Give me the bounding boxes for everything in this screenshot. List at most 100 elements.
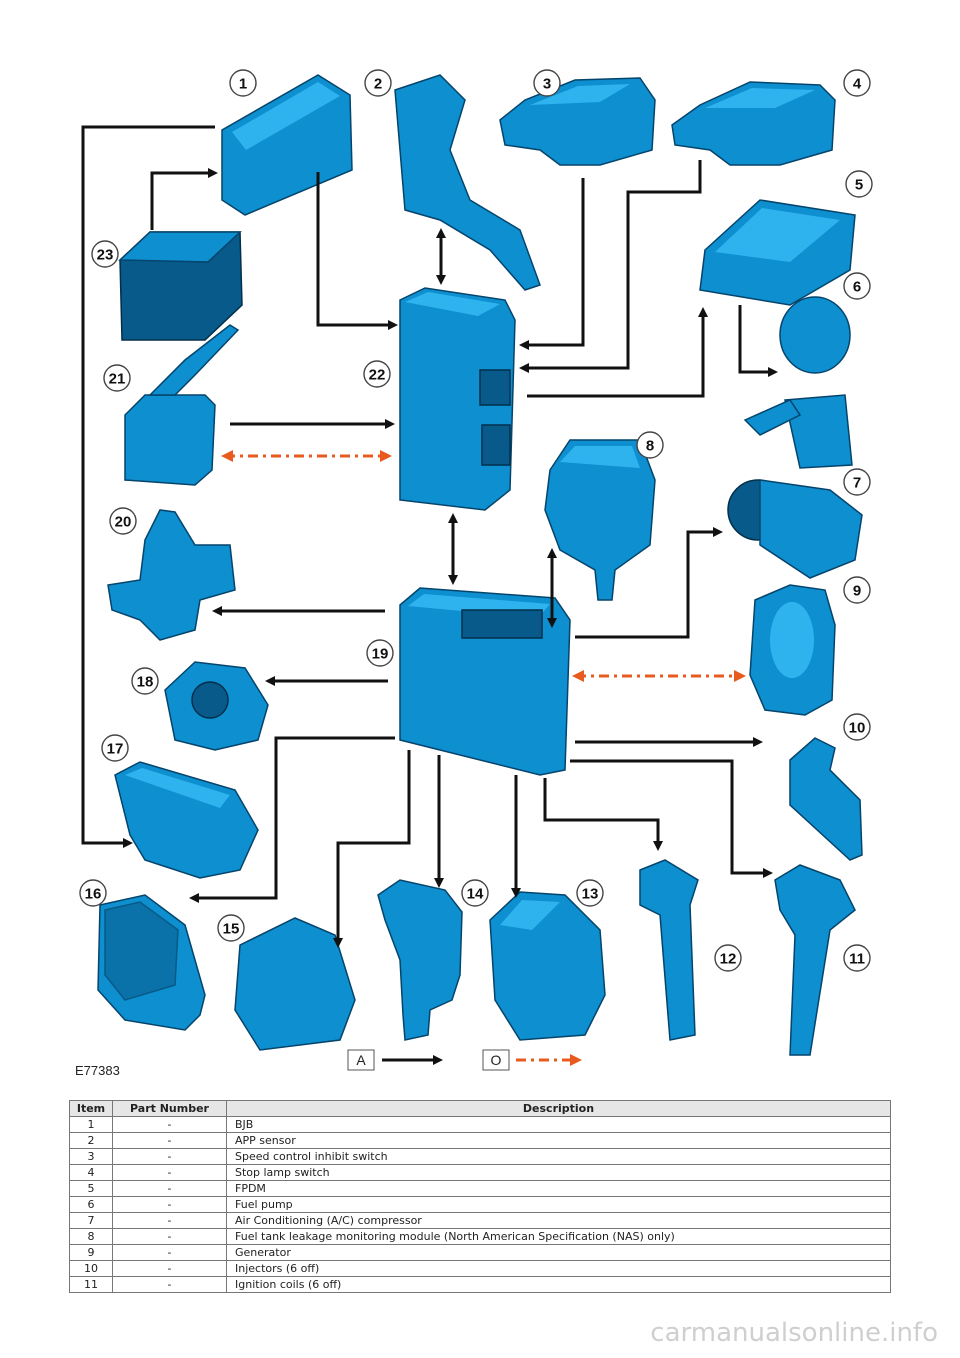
description-cell: FPDM xyxy=(226,1180,891,1197)
callout-circle xyxy=(636,431,664,459)
callout-14: 14 xyxy=(461,879,489,907)
throttle-body-component xyxy=(164,661,269,751)
callout-circle xyxy=(217,914,245,942)
component-21 xyxy=(124,324,240,486)
injector-component xyxy=(789,737,863,861)
description-cell: Air Conditioning (A/C) compressor xyxy=(226,1212,891,1229)
table-row: 3-Speed control inhibit switch xyxy=(69,1148,891,1165)
callout-1: 1 xyxy=(229,69,257,97)
component-20 xyxy=(107,509,236,641)
stop-lamp-switch-component xyxy=(671,81,836,166)
item-cell: 11 xyxy=(69,1276,113,1293)
watermark: carmanualsonline.info xyxy=(650,1318,938,1348)
item-cell: 8 xyxy=(69,1228,113,1245)
callout-label: 4 xyxy=(853,76,862,93)
callout-6: 6 xyxy=(843,272,871,300)
callout-label: 2 xyxy=(374,76,382,93)
item-cell: 1 xyxy=(69,1116,113,1133)
table-row: 1-BJB xyxy=(69,1116,891,1133)
callout-circle xyxy=(103,364,131,392)
item-cell: 10 xyxy=(69,1260,113,1277)
part-number-cell: - xyxy=(112,1260,227,1277)
part-number-cell: - xyxy=(112,1212,227,1229)
part-number-cell: - xyxy=(112,1180,227,1197)
ac-compressor-component xyxy=(727,479,863,579)
description-cell: Stop lamp switch xyxy=(226,1164,891,1181)
callout-circle xyxy=(461,879,489,907)
ignition-coil-12-component xyxy=(639,859,699,1041)
callout-label: 14 xyxy=(467,886,484,903)
callout-label: 12 xyxy=(720,951,737,968)
table-row: 5-FPDM xyxy=(69,1180,891,1197)
description-cell: Generator xyxy=(226,1244,891,1261)
part-number-cell: - xyxy=(112,1132,227,1149)
callout-label: 20 xyxy=(115,514,132,531)
component-16 xyxy=(97,894,206,1031)
callout-10: 10 xyxy=(843,713,871,741)
callout-2: 2 xyxy=(364,69,392,97)
callout-circle xyxy=(229,69,257,97)
callout-circle xyxy=(843,272,871,300)
ecm-component xyxy=(399,587,571,776)
description-cell: Fuel tank leakage monitoring module (Nor… xyxy=(226,1228,891,1245)
part-number-cell: - xyxy=(112,1244,227,1261)
callout-label: 9 xyxy=(853,583,861,600)
callout-circle xyxy=(533,69,561,97)
legend: A O xyxy=(347,1049,582,1071)
callout-4: 4 xyxy=(843,69,871,97)
callout-circle xyxy=(101,734,129,762)
solid-connections xyxy=(81,125,778,948)
part-number-cell: - xyxy=(112,1164,227,1181)
callout-label: 5 xyxy=(855,177,863,194)
callout-11: 11 xyxy=(843,944,871,972)
callout-label: 3 xyxy=(543,76,551,93)
part-number-cell: - xyxy=(112,1228,227,1245)
callout-23: 23 xyxy=(91,240,119,268)
table-header-row: Item Part Number Description xyxy=(69,1100,891,1117)
callout-circle xyxy=(131,667,159,695)
item-cell: 3 xyxy=(69,1148,113,1165)
callout-circle xyxy=(363,360,391,388)
description-cell: Ignition coils (6 off) xyxy=(226,1276,891,1293)
description-cell: APP sensor xyxy=(226,1132,891,1149)
table-row: 4-Stop lamp switch xyxy=(69,1164,891,1181)
header-part-number: Part Number xyxy=(112,1100,227,1117)
dashed-connections xyxy=(221,450,746,682)
legend-solid-label: A xyxy=(356,1052,366,1068)
header-description: Description xyxy=(226,1100,891,1117)
part-number-cell: - xyxy=(112,1196,227,1213)
callout-circle xyxy=(843,468,871,496)
table-row: 8-Fuel tank leakage monitoring module (N… xyxy=(69,1228,891,1245)
callout-19: 19 xyxy=(366,639,394,667)
description-cell: BJB xyxy=(226,1116,891,1133)
callout-label: 1 xyxy=(239,76,247,93)
callout-label: 7 xyxy=(853,475,861,492)
callout-8: 8 xyxy=(636,431,664,459)
callout-18: 18 xyxy=(131,667,159,695)
description-cell: Injectors (6 off) xyxy=(226,1260,891,1277)
starter-motor-component xyxy=(114,761,259,879)
part-number-cell: - xyxy=(112,1116,227,1133)
ignition-coil-11-component xyxy=(774,864,856,1056)
component-13 xyxy=(489,891,606,1041)
callout-label: 22 xyxy=(369,367,386,384)
callout-circle xyxy=(109,507,137,535)
item-cell: 7 xyxy=(69,1212,113,1229)
figure-id: E77383 xyxy=(75,1063,120,1078)
callout-circle xyxy=(843,713,871,741)
callout-label: 11 xyxy=(849,951,865,968)
description-cell: Speed control inhibit switch xyxy=(226,1148,891,1165)
callout-circle xyxy=(364,69,392,97)
callout-label: 13 xyxy=(582,886,599,903)
item-cell: 2 xyxy=(69,1132,113,1149)
table-row: 2-APP sensor xyxy=(69,1132,891,1149)
callout-circle xyxy=(843,576,871,604)
callout-label: 15 xyxy=(223,921,240,938)
item-cell: 4 xyxy=(69,1164,113,1181)
callout-circle xyxy=(79,879,107,907)
callout-13: 13 xyxy=(576,879,604,907)
callout-label: 17 xyxy=(107,741,124,758)
callout-3: 3 xyxy=(533,69,561,97)
